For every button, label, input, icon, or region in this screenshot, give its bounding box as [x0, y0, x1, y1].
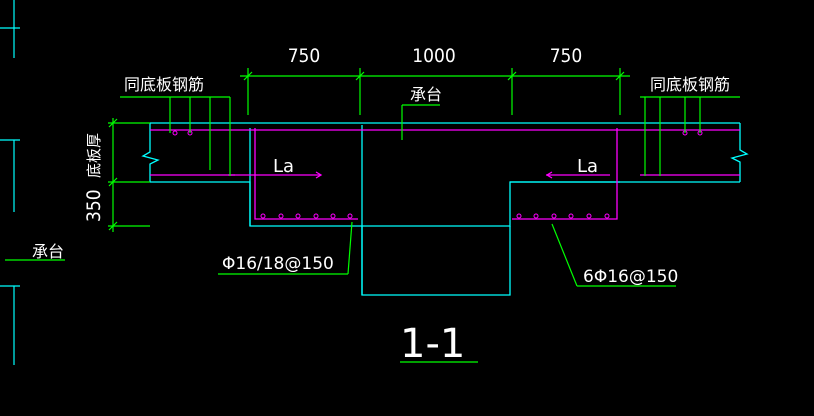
dimension-height: 350 — [83, 189, 105, 222]
slab-thickness-label: 底板厚 — [85, 133, 103, 178]
rebar-lines — [150, 128, 740, 220]
leader-lines — [5, 68, 740, 363]
concrete-outline — [141, 122, 749, 296]
dimension-middle: 1000 — [412, 45, 456, 67]
section-title: 1-1 — [400, 321, 465, 367]
right-anchor-label: La — [577, 156, 598, 177]
right-rebar-note: 同底板钢筋 — [650, 75, 730, 94]
cap-label: 承台 — [410, 85, 442, 104]
rebar-spec-right: 6Φ16@150 — [583, 267, 678, 287]
rebar-spec-left: Φ16/18@150 — [222, 254, 334, 274]
left-anchor-label: La — [273, 156, 294, 177]
dimension-right: 750 — [550, 45, 583, 67]
left-edge-geometry — [0, 0, 20, 365]
left-side-cap-label: 承台 — [32, 242, 64, 261]
dimension-left: 750 — [288, 45, 321, 67]
left-rebar-note: 同底板钢筋 — [124, 75, 204, 94]
rebar-dots — [172, 130, 703, 219]
